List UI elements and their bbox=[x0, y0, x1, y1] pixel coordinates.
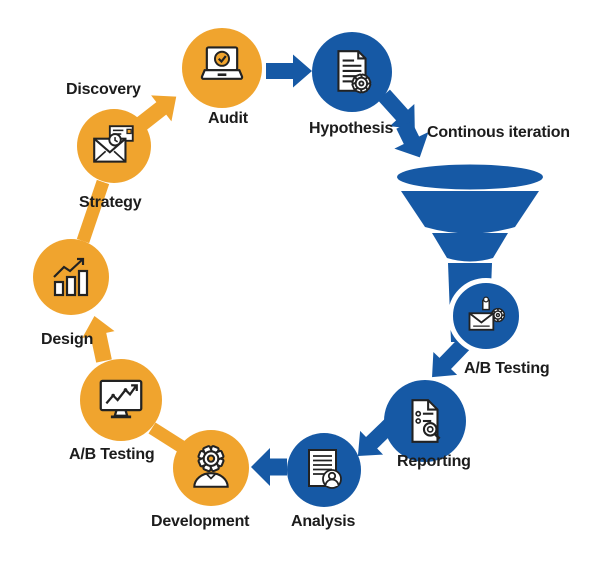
envelope-gears-icon bbox=[468, 296, 506, 331]
envelope-clock-icon bbox=[93, 125, 134, 163]
development-circle bbox=[173, 430, 249, 506]
label-reporting: Reporting bbox=[397, 453, 471, 470]
discovery-circle bbox=[77, 109, 151, 183]
abtest-right-circle bbox=[448, 278, 524, 354]
abtest-to-reporting-arrow bbox=[432, 338, 470, 378]
audit-circle bbox=[182, 28, 262, 108]
abtest-left-circle bbox=[80, 359, 162, 441]
label-design: Design bbox=[41, 331, 94, 348]
abtest-to-design-arrow bbox=[82, 316, 115, 363]
label-development: Development bbox=[151, 513, 250, 530]
document-person-icon bbox=[308, 449, 342, 489]
label-continous-iteration: Continous iteration bbox=[427, 124, 570, 141]
analysis-circle bbox=[287, 433, 361, 507]
label-audit: Audit bbox=[208, 110, 248, 127]
hypothesis-to-funnel-arrow-2 bbox=[394, 121, 429, 158]
audit-to-hypothesis-arrow bbox=[266, 54, 312, 88]
design-strategy-connector bbox=[76, 179, 110, 244]
hypothesis-circle bbox=[312, 32, 392, 112]
gear-person-icon bbox=[193, 445, 229, 488]
label-strategy: Strategy bbox=[79, 194, 142, 211]
laptop-check-icon bbox=[200, 46, 244, 80]
label-hypothesis: Hypothesis bbox=[309, 120, 394, 137]
label-analysis: Analysis bbox=[291, 513, 356, 530]
document-magnifier-icon bbox=[411, 399, 441, 443]
hypothesis-to-funnel-arrow-1 bbox=[378, 89, 415, 130]
label-ab-testing-right: A/B Testing bbox=[464, 360, 550, 377]
reporting-circle bbox=[384, 380, 466, 462]
monitor-chart-icon bbox=[99, 379, 143, 419]
design-circle bbox=[33, 239, 109, 315]
analysis-to-development-arrow bbox=[251, 448, 287, 486]
label-ab-testing-left: A/B Testing bbox=[69, 446, 155, 463]
document-gear-icon bbox=[337, 50, 372, 94]
strategy-to-audit-arrow bbox=[135, 95, 177, 132]
label-discovery: Discovery bbox=[66, 81, 141, 98]
abtest-development-connector bbox=[148, 422, 186, 453]
bar-chart-icon bbox=[53, 257, 89, 297]
